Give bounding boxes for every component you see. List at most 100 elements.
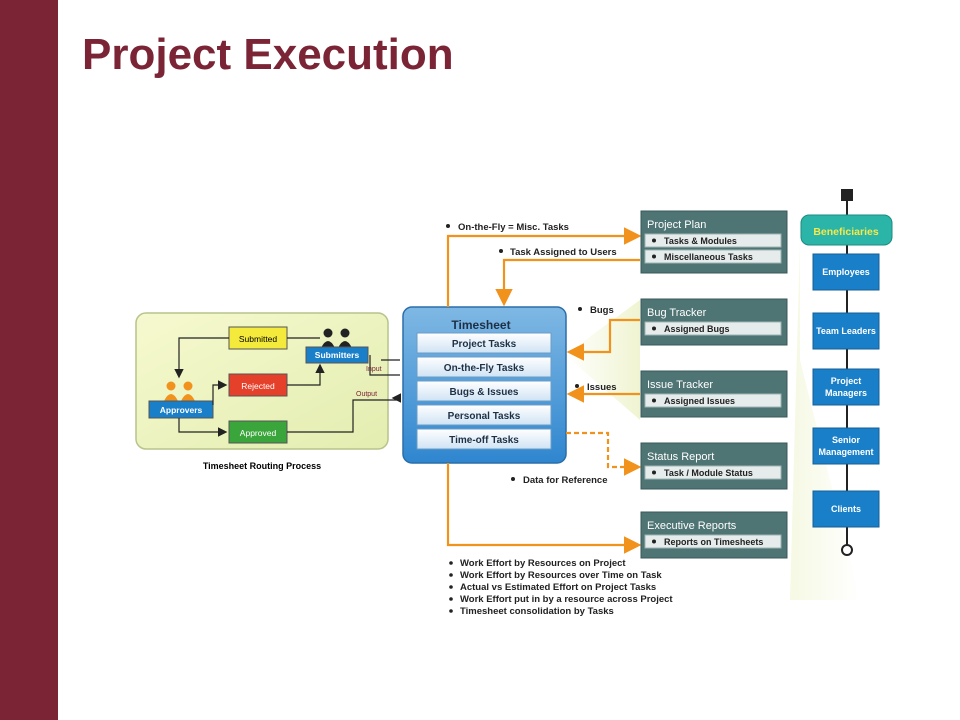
approved-label: Approved xyxy=(240,428,277,438)
timesheet-item xyxy=(416,356,552,378)
timesheet-item xyxy=(416,332,552,354)
rejected-to-submitters-arrow xyxy=(287,363,325,386)
timesheet-item xyxy=(416,404,552,426)
data-reference-arrow xyxy=(566,431,642,476)
beneficiaries-top-marker xyxy=(841,189,853,201)
bullet-icon xyxy=(652,398,656,403)
beneficiary-label: Team Leaders xyxy=(816,326,876,336)
beneficiary-label: Clients xyxy=(831,504,861,514)
timesheet-item xyxy=(416,428,552,450)
bugs-arrow xyxy=(566,318,640,361)
beneficiary-label: Managers xyxy=(825,388,867,398)
approved-output-line xyxy=(287,399,400,433)
timesheet-item xyxy=(416,380,552,402)
timesheet-item-label: Bugs & Issues xyxy=(450,387,519,398)
approvers-to-rejected-arrow xyxy=(212,380,228,405)
task-assigned-arrow xyxy=(495,258,640,307)
system-panel-item xyxy=(644,321,782,336)
system-panel-item xyxy=(644,233,782,248)
flow-on-the-fly-label: On-the-Fly = Misc. Tasks xyxy=(458,222,569,233)
submitters-box xyxy=(305,346,369,364)
beneficiary-label: Employees xyxy=(822,267,870,277)
bullet-icon xyxy=(449,561,453,565)
submitted-label: Submitted xyxy=(239,334,278,344)
submitters-label: Submitters xyxy=(315,350,360,360)
beneficiary-label: Management xyxy=(818,447,873,457)
beneficiary-label: Project xyxy=(831,376,862,386)
beneficiary-box xyxy=(812,490,880,528)
bullet-icon xyxy=(449,597,453,601)
system-panel-title: Project Plan xyxy=(647,219,706,231)
system-panel-title: Bug Tracker xyxy=(647,307,707,319)
bullet-icon xyxy=(652,470,656,475)
timesheet-title: Timesheet xyxy=(451,318,510,332)
system-panel-item xyxy=(644,249,782,264)
flow-bugs-label: Bugs xyxy=(590,305,614,316)
slide-sidebar xyxy=(0,0,58,720)
beneficiaries-header xyxy=(800,214,893,246)
flow-issues-label: Issues xyxy=(587,382,617,393)
system-panel-title: Executive Reports xyxy=(647,520,737,532)
bullet-icon xyxy=(652,539,656,544)
rejected-label: Rejected xyxy=(241,381,275,391)
system-panel-item-label: Task / Module Status xyxy=(664,468,753,478)
flows xyxy=(446,227,642,554)
approvers-label: Approvers xyxy=(160,405,203,415)
bullet-icon xyxy=(449,573,453,577)
system-panel-item-label: Miscellaneous Tasks xyxy=(664,252,753,262)
beneficiary-box xyxy=(812,368,880,406)
beneficiary-box xyxy=(812,253,880,291)
report-list-item: Work Effort put in by a resource across … xyxy=(460,594,673,605)
output-label: Output xyxy=(356,391,377,398)
submitted-to-approvers-arrow xyxy=(174,337,229,379)
beneficiaries-bottom-marker xyxy=(841,544,853,556)
system-panel-item-label: Assigned Bugs xyxy=(664,324,730,334)
system-panel-title: Status Report xyxy=(647,451,714,463)
slide-title: Project Execution xyxy=(82,30,454,79)
executive-report-arrow xyxy=(446,463,642,554)
approvers-box xyxy=(148,400,214,419)
flow-task-assigned-label: Task Assigned to Users xyxy=(510,247,617,258)
system-panel-item xyxy=(644,534,782,549)
report-list-item: Actual vs Estimated Effort on Project Ta… xyxy=(460,582,656,593)
system-panel-item-label: Reports on Timesheets xyxy=(664,537,763,547)
system-panel-title: Issue Tracker xyxy=(647,379,713,391)
input-line xyxy=(369,355,400,376)
reports-list: Work Effort by Resources on ProjectWork … xyxy=(449,558,673,617)
flow-data-reference-label: Data for Reference xyxy=(523,475,607,486)
beneficiary-box xyxy=(812,427,880,465)
beneficiary-box xyxy=(812,312,880,350)
beneficiaries-title: Beneficiaries xyxy=(813,226,879,238)
report-list-item: Work Effort by Resources on Project xyxy=(460,558,626,569)
submitters-people-icon xyxy=(321,328,352,348)
beneficiary-label: Senior xyxy=(832,435,861,445)
bullet-icon xyxy=(652,238,656,243)
beam-right xyxy=(790,240,860,600)
timesheet-item-label: Time-off Tasks xyxy=(449,435,519,446)
approvers-people-icon xyxy=(164,381,195,401)
input-label: Input xyxy=(366,366,382,373)
timesheet-item-label: Project Tasks xyxy=(452,339,517,350)
system-panel-item-label: Assigned Issues xyxy=(664,396,735,406)
system-panel-item xyxy=(644,465,782,480)
system-panel-item-label: Tasks & Modules xyxy=(664,236,737,246)
report-list-item: Timesheet consolidation by Tasks xyxy=(460,606,614,617)
bullet-icon xyxy=(652,254,656,259)
flow-labels: On-the-Fly = Misc. Tasks Task Assigned t… xyxy=(446,222,617,486)
approvers-to-approved-arrow xyxy=(178,418,228,437)
bullet-icon xyxy=(449,609,453,613)
report-list-item: Work Effort by Resources over Time on Ta… xyxy=(460,570,662,581)
on-the-fly-arrow xyxy=(446,227,642,307)
timesheet-item-label: Personal Tasks xyxy=(448,411,521,422)
beam-left xyxy=(565,300,640,420)
bullet-icon xyxy=(652,326,656,331)
bullet-icon xyxy=(449,585,453,589)
routing-caption: Timesheet Routing Process xyxy=(203,461,321,471)
system-panel-item xyxy=(644,393,782,408)
timesheet-item-label: On-the-Fly Tasks xyxy=(444,363,525,374)
routing-process: Submitted Rejected Approved Submitters A… xyxy=(135,312,400,471)
